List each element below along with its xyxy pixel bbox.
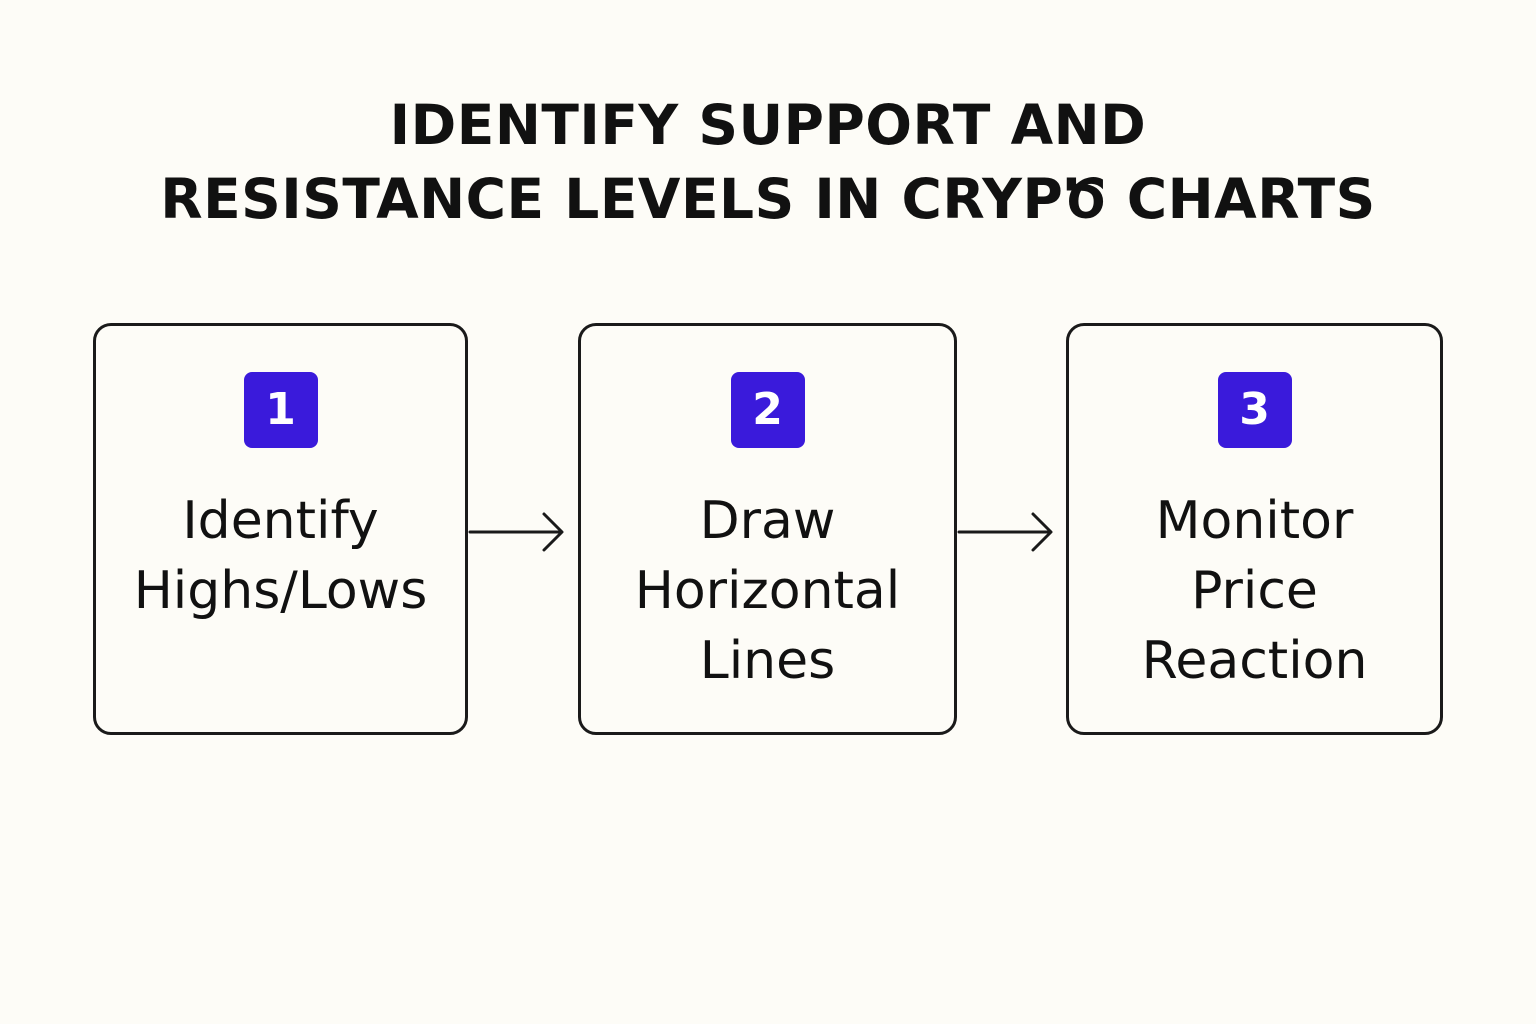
step-label-1: Identify Highs/Lows bbox=[96, 486, 465, 626]
step-box-2: 2 Draw Horizontal Lines bbox=[578, 323, 957, 735]
step-number-badge-1: 1 bbox=[243, 372, 318, 448]
step-number-badge-2: 2 bbox=[730, 372, 805, 448]
arrow-right-icon bbox=[957, 512, 1053, 552]
step-label-line: Reaction bbox=[1141, 631, 1368, 691]
step-label-3: Monitor Price Reaction bbox=[1069, 486, 1440, 696]
step-box-1: 1 Identify Highs/Lows bbox=[93, 323, 468, 735]
step-label-line: Draw bbox=[699, 491, 836, 551]
step-box-3: 3 Monitor Price Reaction bbox=[1066, 323, 1443, 735]
step-label-line: Highs/Lows bbox=[133, 561, 428, 621]
page-title: IDENTIFY SUPPORT AND RESISTANCE LEVELS I… bbox=[0, 88, 1536, 236]
step-label-line: Identify bbox=[182, 491, 379, 551]
title-line-1: IDENTIFY SUPPORT AND bbox=[389, 93, 1147, 157]
step-label-2: Draw Horizontal Lines bbox=[581, 486, 954, 696]
step-label-line: Horizontal bbox=[634, 561, 901, 621]
step-label-line: Monitor bbox=[1155, 491, 1354, 551]
step-label-line: Lines bbox=[699, 631, 836, 691]
title-line-2: RESISTANCE LEVELS IN CRYPԾ CHARTS bbox=[160, 167, 1376, 231]
step-label-line: Price bbox=[1191, 561, 1318, 621]
step-number-badge-3: 3 bbox=[1217, 372, 1292, 448]
arrow-right-icon bbox=[468, 512, 564, 552]
